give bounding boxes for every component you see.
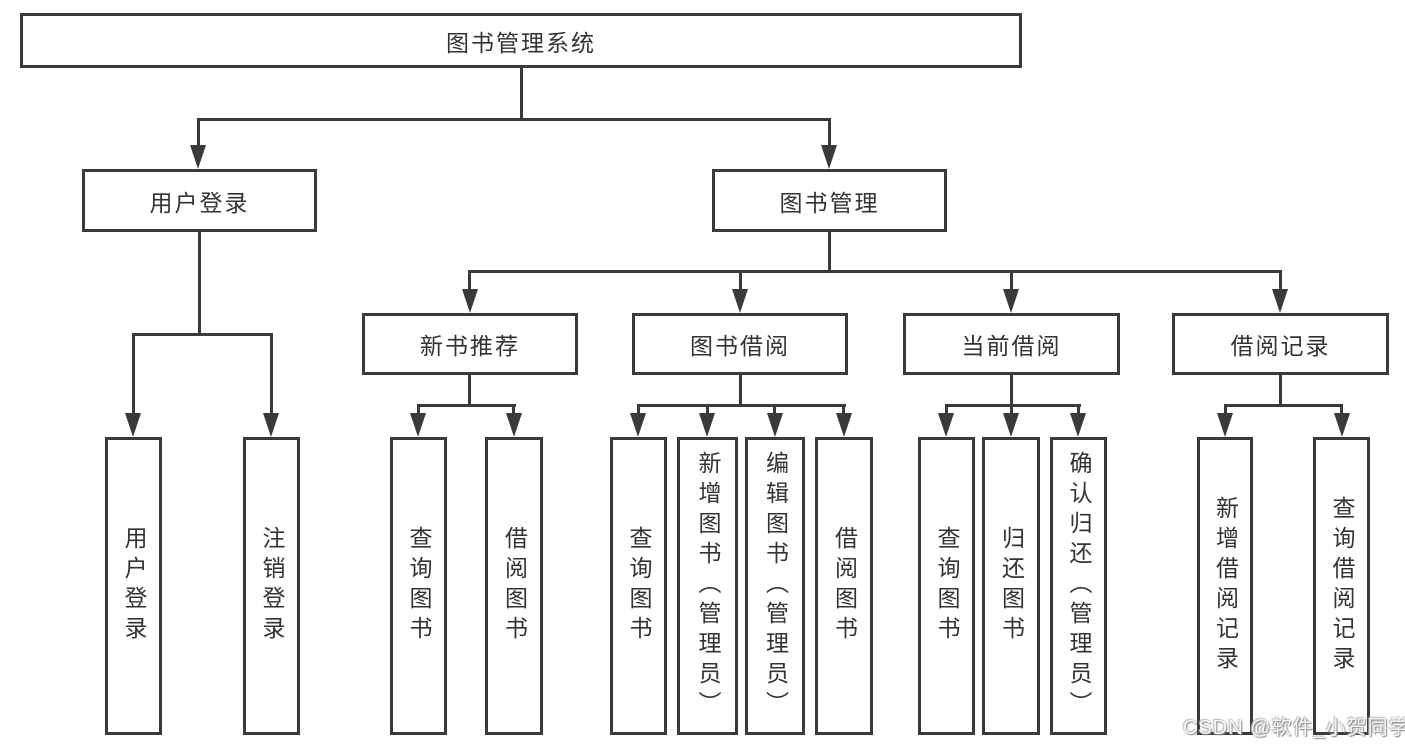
leaf-query-books-recommend: 查询图书	[390, 437, 447, 735]
connector-drop	[739, 270, 742, 291]
node-book-borrowing: 图书借阅	[632, 313, 848, 375]
connector-book-mgmt-stub	[828, 232, 831, 273]
node-label: 查询借阅记录	[1329, 496, 1355, 676]
connector-stub	[739, 375, 742, 407]
connector-stub	[468, 375, 471, 407]
arrowhead-down-icon	[1070, 413, 1086, 437]
node-current-borrowing: 当前借阅	[903, 313, 1120, 375]
connector-drop	[1010, 270, 1013, 291]
arrowhead-down-icon	[821, 145, 837, 169]
connector-drop	[773, 404, 776, 415]
arrowhead-down-icon	[125, 413, 141, 437]
connector-user-login-stub	[198, 232, 201, 335]
connector-drop	[637, 404, 640, 415]
leaf-edit-books-admin: 编辑图书（管理员）	[745, 437, 805, 735]
arrowhead-down-icon	[506, 413, 522, 437]
leaf-user-login: 用户登录	[105, 437, 162, 735]
leaf-add-books-admin: 新增图书（管理员）	[677, 437, 738, 735]
node-borrowing-records: 借阅记录	[1172, 313, 1389, 375]
connector-drop	[512, 404, 515, 415]
connector-drop	[270, 333, 273, 415]
connector-stub	[1010, 375, 1013, 406]
connector-drop	[1224, 404, 1227, 415]
connector-drop	[132, 333, 135, 415]
leaf-borrow-books: 借阅图书	[815, 437, 873, 735]
node-label: 注销登录	[259, 526, 285, 646]
csdn-watermark: CSDN @软件_小贺同学	[1183, 717, 1405, 739]
node-label: 图书管理	[779, 189, 880, 216]
connector-drop	[197, 118, 200, 148]
connector-user-login-rail	[132, 333, 273, 336]
arrowhead-down-icon	[767, 413, 783, 437]
leaf-borrow-books-recommend: 借阅图书	[485, 437, 543, 735]
connector-level3-rail	[468, 270, 1282, 273]
arrowhead-down-icon	[836, 413, 852, 437]
arrowhead-down-icon	[263, 413, 279, 437]
node-label: 查询图书	[934, 526, 960, 646]
node-new-book-recommendation: 新书推荐	[362, 313, 578, 375]
arrowhead-down-icon	[699, 413, 715, 437]
arrowhead-down-icon	[732, 289, 748, 313]
connector-rail	[1224, 404, 1343, 407]
leaf-return-books: 归还图书	[982, 437, 1040, 735]
leaf-logout: 注销登录	[243, 437, 300, 735]
leaf-confirm-return-admin: 确认归还（管理员）	[1050, 437, 1107, 735]
node-label: 当前借阅	[961, 333, 1062, 359]
connector-rail	[637, 404, 846, 407]
arrowhead-down-icon	[1003, 289, 1019, 313]
node-library-management-system: 图书管理系统	[20, 13, 1022, 68]
node-label: 确认归还（管理员）	[1066, 451, 1092, 721]
arrowhead-down-icon	[938, 413, 954, 437]
node-label: 图书借阅	[690, 333, 790, 359]
node-label: 查询图书	[406, 526, 432, 646]
leaf-query-books-current: 查询图书	[918, 437, 975, 735]
connector-drop	[417, 404, 420, 415]
connector-drop	[1279, 270, 1282, 291]
node-label: 借阅记录	[1230, 333, 1331, 359]
node-label: 新增借阅记录	[1212, 496, 1239, 676]
arrowhead-down-icon	[462, 289, 478, 313]
connector-drop	[468, 270, 471, 291]
connector-drop	[1077, 404, 1080, 415]
node-user-login: 用户登录	[82, 169, 317, 232]
node-label: 新书推荐	[420, 333, 520, 359]
node-label: 用户登录	[121, 526, 147, 646]
connector-stub	[1279, 375, 1282, 406]
node-label: 编辑图书（管理员）	[762, 451, 789, 721]
arrowhead-down-icon	[1334, 413, 1350, 437]
connector-drop	[828, 118, 831, 148]
connector-drop	[842, 404, 845, 415]
arrowhead-down-icon	[630, 413, 646, 437]
arrowhead-down-icon	[410, 413, 426, 437]
node-label: 用户登录	[149, 189, 250, 216]
node-label: 图书管理系统	[446, 29, 596, 56]
node-book-management: 图书管理	[712, 169, 947, 232]
arrowhead-down-icon	[1272, 289, 1288, 313]
connector-drop	[945, 404, 948, 415]
arrowhead-down-icon	[1217, 413, 1233, 437]
connector-root-stub	[520, 68, 523, 121]
connector-drop	[1340, 404, 1343, 415]
connector-level2-rail	[197, 118, 831, 121]
node-label: 借阅图书	[831, 526, 858, 646]
leaf-query-borrow-record: 查询借阅记录	[1313, 437, 1370, 735]
connector-drop	[1010, 404, 1013, 415]
node-label: 查询图书	[626, 526, 652, 646]
arrowhead-down-icon	[1003, 413, 1019, 437]
arrowhead-down-icon	[190, 145, 206, 169]
leaf-add-borrow-record: 新增借阅记录	[1197, 437, 1253, 735]
leaf-query-books-borrowing: 查询图书	[610, 437, 667, 735]
node-label: 归还图书	[998, 526, 1025, 646]
node-label: 借阅图书	[501, 526, 528, 646]
connector-rail	[945, 404, 1081, 407]
connector-rail	[417, 404, 516, 407]
connector-drop	[706, 404, 709, 415]
node-label: 新增图书（管理员）	[695, 451, 721, 721]
